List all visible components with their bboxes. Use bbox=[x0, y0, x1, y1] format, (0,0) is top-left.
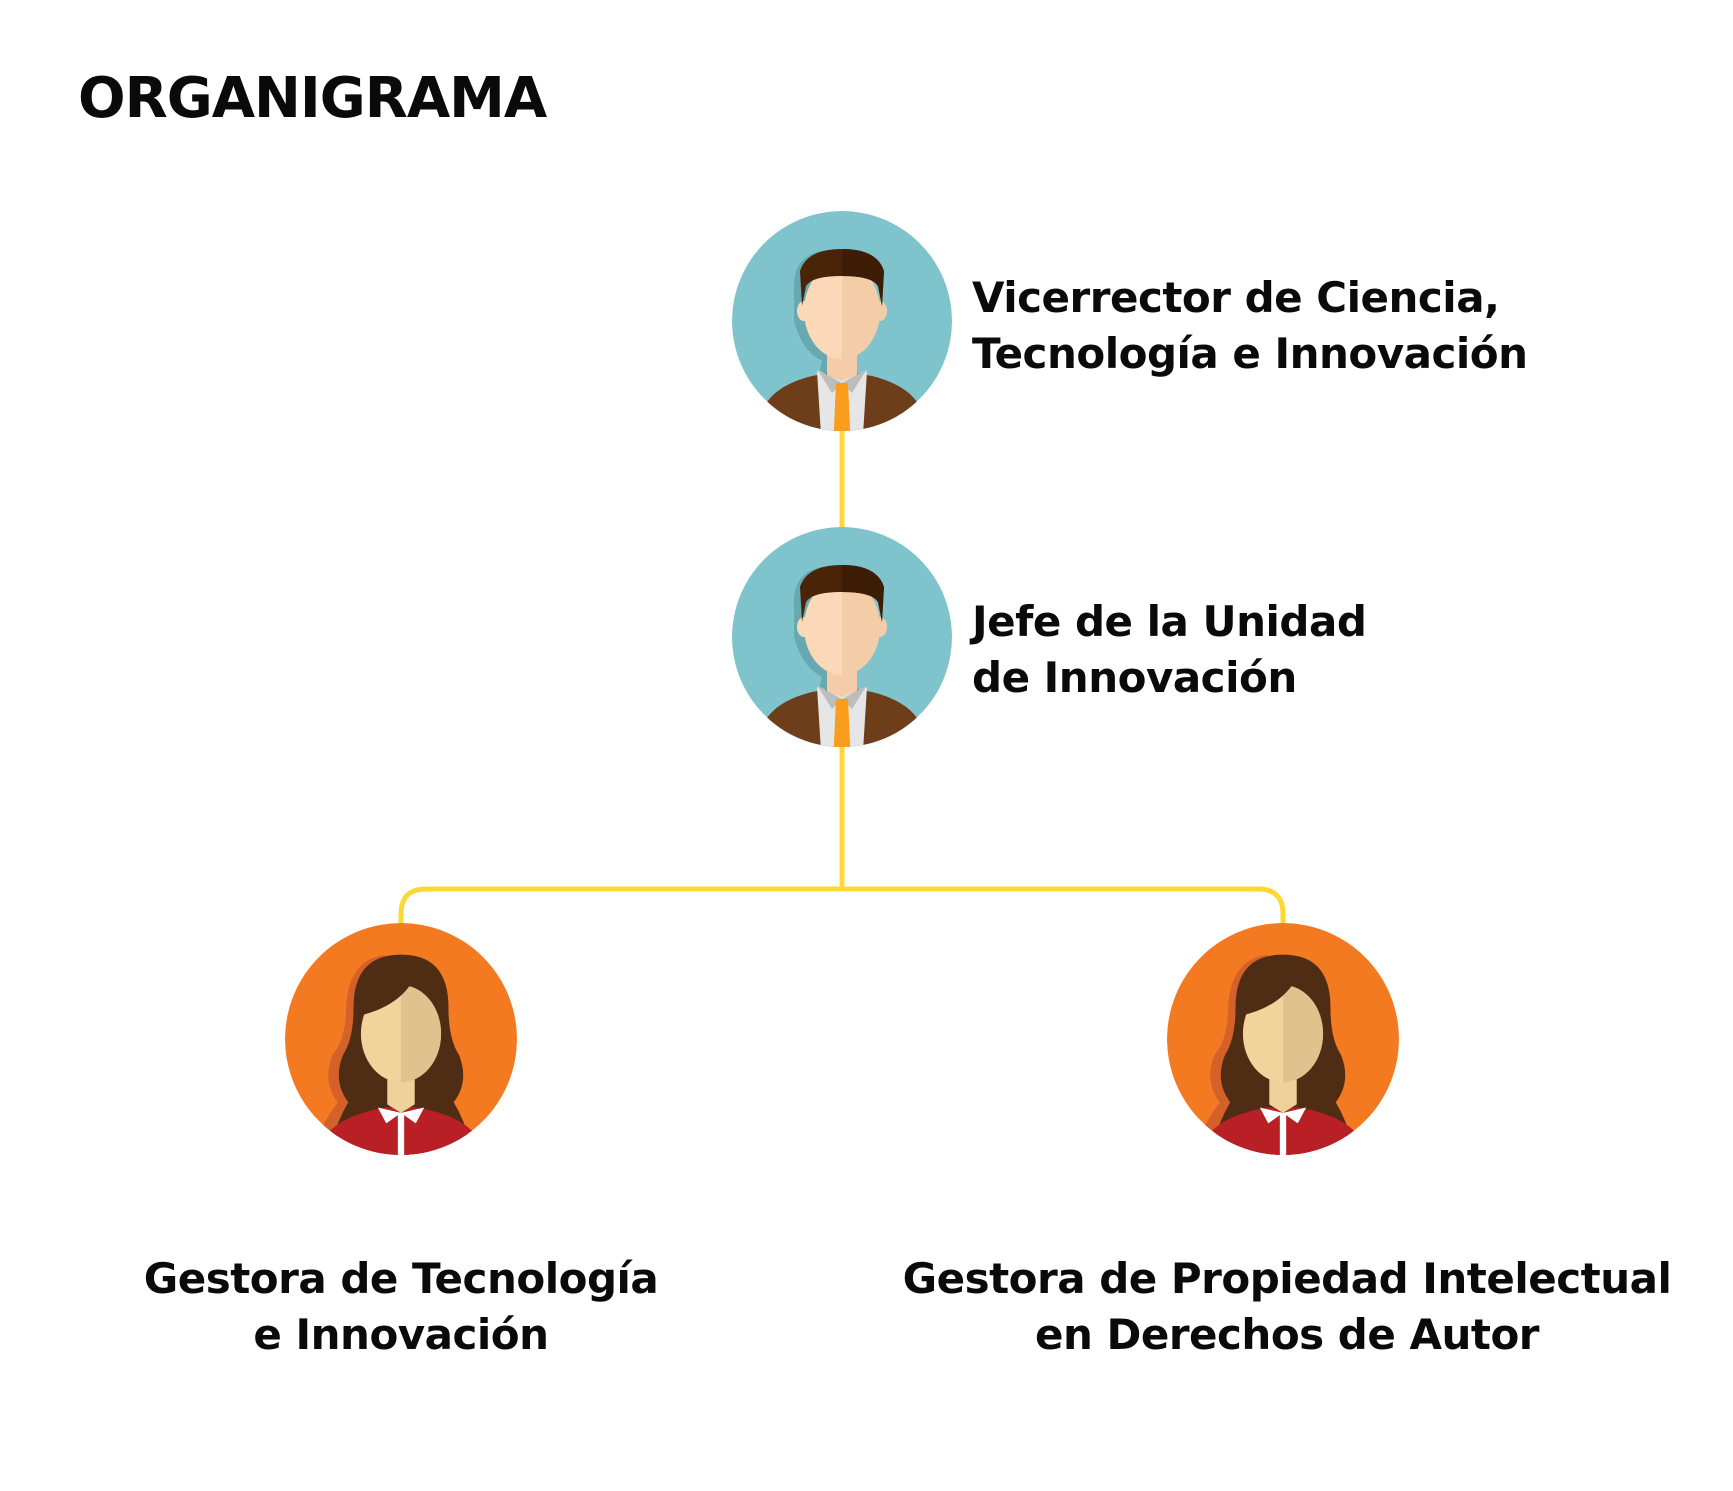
label-line: Gestora de Tecnología bbox=[143, 1254, 659, 1303]
label-line: en Derechos de Autor bbox=[1034, 1310, 1540, 1359]
label-line: e Innovación bbox=[253, 1310, 549, 1359]
label-line: Jefe de la Unidad bbox=[972, 597, 1367, 646]
male-avatar-icon bbox=[732, 527, 952, 747]
female-avatar-icon bbox=[285, 923, 517, 1155]
page-title: ORGANIGRAMA bbox=[78, 66, 547, 131]
label-line: de Innovación bbox=[972, 653, 1297, 702]
node-label-vicerrector: Vicerrector de Ciencia, Tecnología e Inn… bbox=[972, 270, 1528, 382]
label-line: Vicerrector de Ciencia, bbox=[972, 273, 1500, 322]
node-label-gestora-tecnologia: Gestora de Tecnología e Innovación bbox=[144, 1251, 659, 1363]
label-line: Tecnología e Innovación bbox=[972, 329, 1528, 378]
male-avatar-icon bbox=[732, 211, 952, 431]
node-label-jefe: Jefe de la Unidad de Innovación bbox=[972, 594, 1367, 706]
female-avatar-icon bbox=[1167, 923, 1399, 1155]
node-label-gestora-propiedad: Gestora de Propiedad Intelectual en Dere… bbox=[903, 1251, 1672, 1363]
connector-branch bbox=[398, 886, 1286, 925]
label-line: Gestora de Propiedad Intelectual bbox=[902, 1254, 1672, 1303]
